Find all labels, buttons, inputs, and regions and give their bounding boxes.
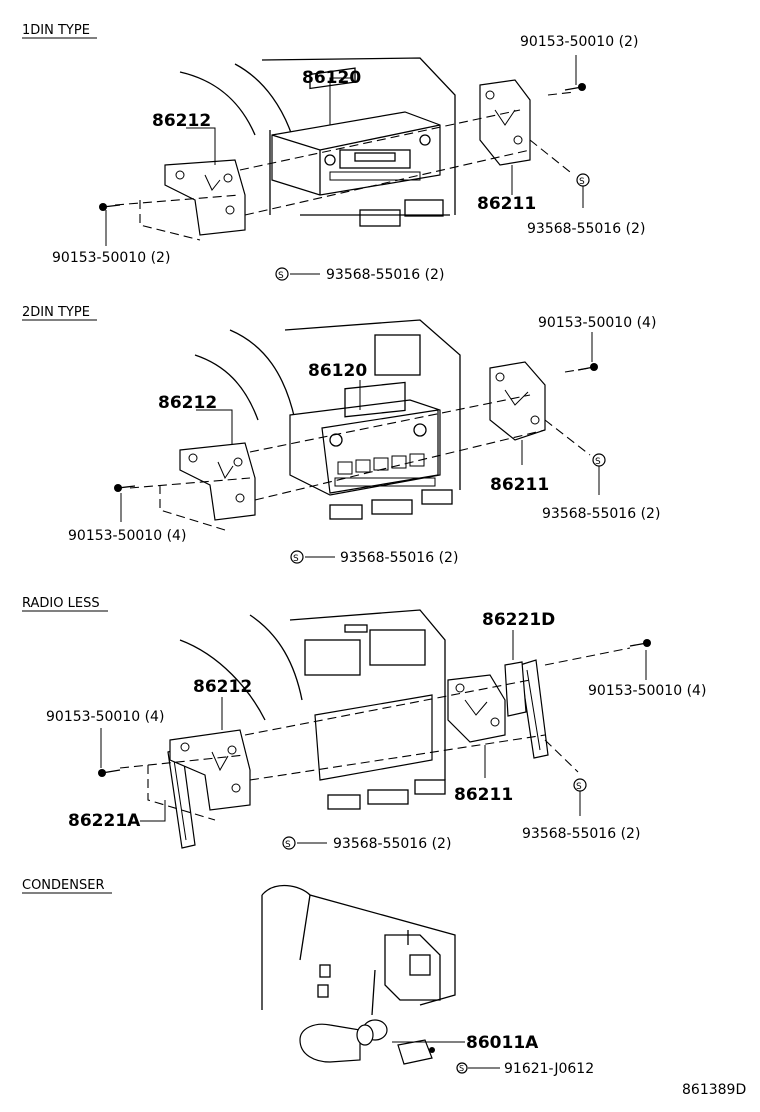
label-86211: 86211 — [454, 785, 513, 805]
svg-text:S: S — [293, 554, 299, 564]
svg-text:S: S — [595, 457, 601, 467]
label-bolt-top: 90153-50010 (4) — [538, 315, 656, 331]
section-title-radio-less: RADIO LESS — [22, 596, 100, 611]
svg-text:S: S — [285, 840, 291, 850]
section-condenser: CONDENSER S 86011A 91621-J0612 — [22, 878, 594, 1077]
label-screw-right: 93568-55016 (2) — [527, 221, 645, 237]
label-screw-right: 93568-55016 (2) — [522, 826, 640, 842]
screw-icon: S — [576, 173, 590, 187]
audio-unit-1din — [271, 67, 441, 196]
svg-text:S: S — [579, 177, 585, 187]
section-title-2din: 2DIN TYPE — [22, 305, 90, 320]
bolt-icon — [564, 83, 586, 91]
section-title-1din: 1DIN TYPE — [22, 23, 90, 38]
section-1din: 1DIN TYPE — [22, 23, 645, 283]
label-screw: 91621-J0612 — [504, 1061, 594, 1077]
bracket-86211-radioless — [447, 661, 527, 743]
label-86211: 86211 — [490, 475, 549, 495]
engine-bay-outline — [261, 884, 456, 1016]
label-86221d: 86221D — [482, 610, 555, 630]
screw-icon: S — [456, 1062, 468, 1074]
svg-text:S: S — [576, 782, 582, 792]
label-86221a: 86221A — [68, 811, 141, 831]
section-radio-less: RADIO LESS — [22, 596, 706, 852]
label-86212: 86212 — [193, 677, 252, 697]
dashboard-outline — [179, 57, 456, 227]
bolt-icon — [114, 484, 136, 492]
label-screw-bottom: 93568-55016 (2) — [333, 836, 451, 852]
screw-icon: S — [290, 550, 304, 564]
label-bolt-top: 90153-50010 (2) — [520, 34, 638, 50]
label-screw-bottom: 93568-55016 (2) — [340, 550, 458, 566]
bracket-86211-1din — [479, 79, 531, 166]
bolt-icon — [577, 363, 598, 371]
label-86212: 86212 — [152, 111, 211, 131]
label-86120: 86120 — [308, 361, 367, 381]
label-86011a: 86011A — [466, 1033, 539, 1053]
label-bolt-right: 90153-50010 (4) — [588, 683, 706, 699]
dashboard-outline — [194, 319, 461, 520]
bolt-icon — [629, 639, 651, 647]
section-2din: 2DIN TYPE — [22, 305, 660, 566]
label-86212: 86212 — [158, 393, 217, 413]
figure-code: 861389D — [682, 1082, 746, 1098]
screw-icon: S — [573, 778, 587, 792]
svg-text:S: S — [459, 1064, 464, 1073]
svg-text:S: S — [278, 271, 284, 281]
cover-86221d — [519, 659, 549, 759]
label-bolt-left: 90153-50010 (4) — [46, 709, 164, 725]
bolt-icon — [98, 769, 121, 777]
dashboard-outline — [179, 609, 446, 810]
label-screw-bottom: 93568-55016 (2) — [326, 267, 444, 283]
audio-unit-2din — [289, 381, 441, 496]
label-86120: 86120 — [302, 68, 361, 88]
bolt-icon — [99, 203, 121, 211]
section-title-condenser: CONDENSER — [22, 878, 104, 893]
label-screw-right: 93568-55016 (2) — [542, 506, 660, 522]
radio-less-opening — [314, 694, 433, 781]
connector — [397, 1039, 435, 1065]
screw-icon: S — [275, 267, 289, 281]
screw-icon: S — [282, 836, 296, 850]
condenser-86011a — [299, 1019, 388, 1063]
label-bolt-left: 90153-50010 (4) — [68, 528, 186, 544]
label-bolt-left: 90153-50010 (2) — [52, 250, 170, 266]
label-86211: 86211 — [477, 194, 536, 214]
screw-icon: S — [592, 453, 606, 467]
bracket-86212-2din — [179, 442, 256, 521]
